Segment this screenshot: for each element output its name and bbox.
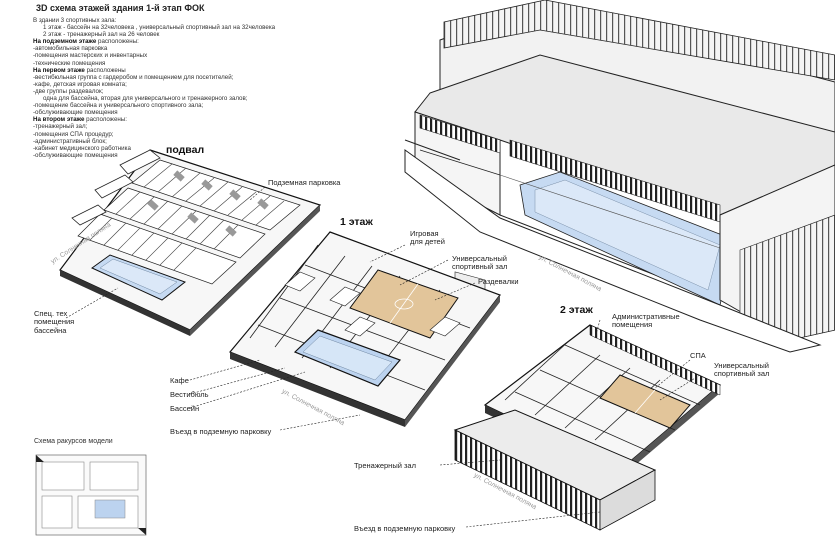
label-gym: Тренажерный зал [354,461,416,470]
floor-label-first: 1 этаж [340,216,373,228]
building-section-3d [404,0,835,353]
description-second-heading: На втором этаже расположены: [33,116,127,124]
description-first-item: одна для бассейна, вторая для универсаль… [43,95,248,103]
description-second-item: -помещения СПА процедур; [33,130,114,138]
description-hall-1: 1 этаж - бассейн на 32человека , универс… [43,24,276,32]
label-parking: Подземная парковка [268,178,341,187]
description-second-item: -тренажерный зал; [33,123,88,131]
label-cafe: Кафе [170,376,189,385]
description-second-item: -обслуживающие помещения [33,151,118,159]
description-second-item: -кабинет медицинского работника [33,144,131,152]
floor-label-second: 2 этаж [560,304,593,316]
description-basement-heading: На подземном этаже расположены: [33,38,139,46]
basement-plan [59,149,322,336]
description-first-item: -две группы раздевалок; [33,87,104,95]
description-basement-item: -автомобильная парковка [33,45,108,53]
page-title: 3D схема этажей здания 1-й этап ФОК [36,3,205,13]
label-lobby: Вестибюль [170,390,209,399]
description-first-item: -кафе, детская игровая комната; [33,80,127,88]
description-basement-item: -помещения мастерских и инвентарных [33,52,148,60]
model-views-scheme [35,454,147,536]
description-first-item: -вестибюльная группа с гардеробом и поме… [33,73,234,81]
label-entrance-parking-first: Въезд в подземную парковку [170,427,272,436]
label-entrance-parking-second: Въезд в подземную парковку [354,524,456,533]
description-first-item: -помещение бассейна и универсального спо… [33,102,204,110]
floor-label-basement: подвал [166,144,205,156]
description-intro: В здании 3 спортивных зала: [33,17,117,24]
description-hall-2: 2 этаж - тренажерный зал на 26 человек [43,31,160,39]
description-first-item: -обслуживающие помещения [33,109,118,117]
label-lockers: Раздевалки [478,277,519,286]
mini-scheme-title: Схема ракурсов модели [34,438,113,445]
second-floor-plan [453,324,722,531]
description-second-item: -административный блок; [33,137,107,145]
description-basement-item: -технические помещения [33,59,106,67]
description-first-heading: На первом этаже расположены [33,66,126,74]
leader-lines [65,186,701,528]
description-block: В здании 3 спортивных зала: 1 этаж - бас… [33,17,275,159]
first-floor-plan [229,231,501,427]
label-pool: Бассейн [170,404,200,413]
label-spa: СПА [690,351,706,360]
